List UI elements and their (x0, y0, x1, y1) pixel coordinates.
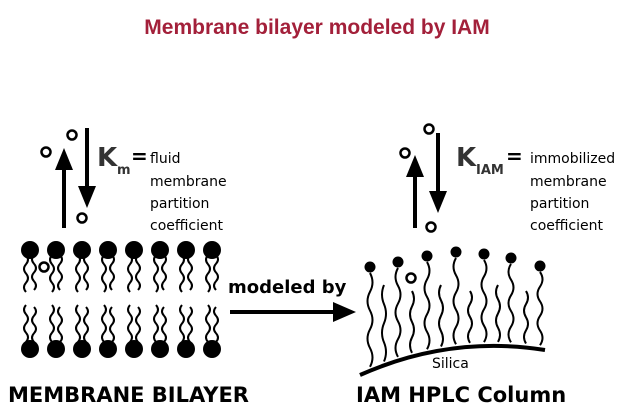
iam-chain (523, 290, 529, 345)
lipid-tail (179, 304, 185, 343)
lipid-tail (109, 254, 115, 291)
svg-text:fluid: fluid (150, 151, 180, 167)
lipid-head (151, 340, 169, 358)
silica-label: Silica (432, 356, 469, 372)
iam-chain (423, 261, 431, 350)
iam-chain (452, 257, 460, 345)
lipid-tail (187, 306, 193, 343)
svg-text:immobilized: immobilized (530, 151, 615, 167)
silica-support (359, 343, 546, 377)
right-caption: IAM HPLC Column (356, 383, 566, 407)
lipid-tail (31, 254, 37, 291)
left-partition-arrows (55, 128, 96, 228)
iam-chain (467, 290, 473, 344)
lipid-bilayer (21, 241, 221, 358)
right-partition-arrows (406, 133, 447, 228)
right-k-symbol: K (456, 143, 477, 173)
iam-chain (495, 284, 501, 343)
svg-text:coefficient: coefficient (150, 218, 223, 234)
iam-chain (507, 263, 515, 343)
svg-text:partition: partition (150, 196, 209, 212)
lipid-tail (161, 306, 167, 343)
lipid-tail (101, 254, 107, 293)
lipid-tail (109, 306, 115, 343)
lipid-tail (187, 254, 193, 291)
lipid-tail (75, 304, 81, 343)
lipid-tail (127, 304, 133, 343)
lipid-tail (57, 254, 63, 291)
lipid-head (177, 241, 195, 259)
lipid-tail (49, 304, 55, 343)
lipid-tail (49, 254, 55, 293)
lipid-tail (127, 254, 133, 293)
iam-chain (480, 259, 488, 343)
lipid-head (99, 241, 117, 259)
lipid-tail (23, 304, 29, 343)
svg-text:coefficient: coefficient (530, 218, 603, 234)
iam-head (421, 250, 433, 262)
lipid-head (73, 340, 91, 358)
lipid-head (21, 340, 39, 358)
right-description: immobilized membrane partition coefficie… (530, 151, 615, 234)
lipid-tail (205, 304, 211, 343)
lipid-tail (153, 254, 159, 293)
lipid-tail (161, 254, 167, 291)
svg-text:membrane: membrane (530, 174, 607, 190)
lipid-head (177, 340, 195, 358)
lipid-head (203, 241, 221, 259)
right-solute-molecules (399, 123, 437, 284)
left-description: fluid membrane partition coefficient (150, 151, 227, 234)
iam-chain (536, 271, 544, 346)
iam-chain (438, 284, 444, 347)
lipid-tail (31, 306, 37, 343)
lipid-head (21, 241, 39, 259)
lipid-tail (23, 254, 29, 293)
lipid-tail (83, 306, 89, 343)
left-k-subscript: m (117, 163, 131, 178)
iam-head (505, 252, 517, 264)
iam-chain (409, 290, 415, 354)
lipid-tail (213, 306, 219, 343)
diagram-title: Membrane bilayer modeled by IAM (144, 16, 490, 39)
lipid-head (99, 340, 117, 358)
lipid-tail (101, 304, 107, 343)
iam-head (534, 260, 546, 272)
lipid-tail (179, 254, 185, 293)
lipid-head (203, 340, 221, 358)
iam-chain (394, 267, 402, 358)
lipid-tail (213, 254, 219, 291)
lipid-head (73, 241, 91, 259)
lipid-tail (83, 254, 89, 291)
left-caption: MEMBRANE BILAYER (8, 383, 249, 407)
left-k-symbol: K (97, 143, 118, 173)
lipid-head (125, 241, 143, 259)
lipid-head (151, 241, 169, 259)
modeled-by-arrow (230, 302, 356, 322)
iam-chain (381, 284, 387, 362)
left-solute-molecules (38, 129, 88, 273)
immobilized-monolayer (364, 246, 546, 368)
left-equals: = (131, 144, 148, 168)
iam-head (478, 248, 490, 260)
svg-text:membrane: membrane (150, 174, 227, 190)
iam-chain (366, 272, 374, 368)
lipid-head (47, 340, 65, 358)
lipid-head (125, 340, 143, 358)
lipid-tail (135, 254, 141, 291)
lipid-tail (135, 306, 141, 343)
lipid-tail (153, 304, 159, 343)
lipid-head (47, 241, 65, 259)
right-equals: = (506, 144, 523, 168)
iam-head (450, 246, 462, 258)
modeled-by-label: modeled by (228, 277, 347, 298)
lipid-tail (57, 306, 63, 343)
lipid-tail (75, 254, 81, 293)
right-k-subscript: IAM (476, 163, 504, 178)
svg-text:partition: partition (530, 196, 589, 212)
lipid-tail (205, 254, 211, 293)
iam-head (364, 261, 376, 273)
iam-head (392, 256, 404, 268)
